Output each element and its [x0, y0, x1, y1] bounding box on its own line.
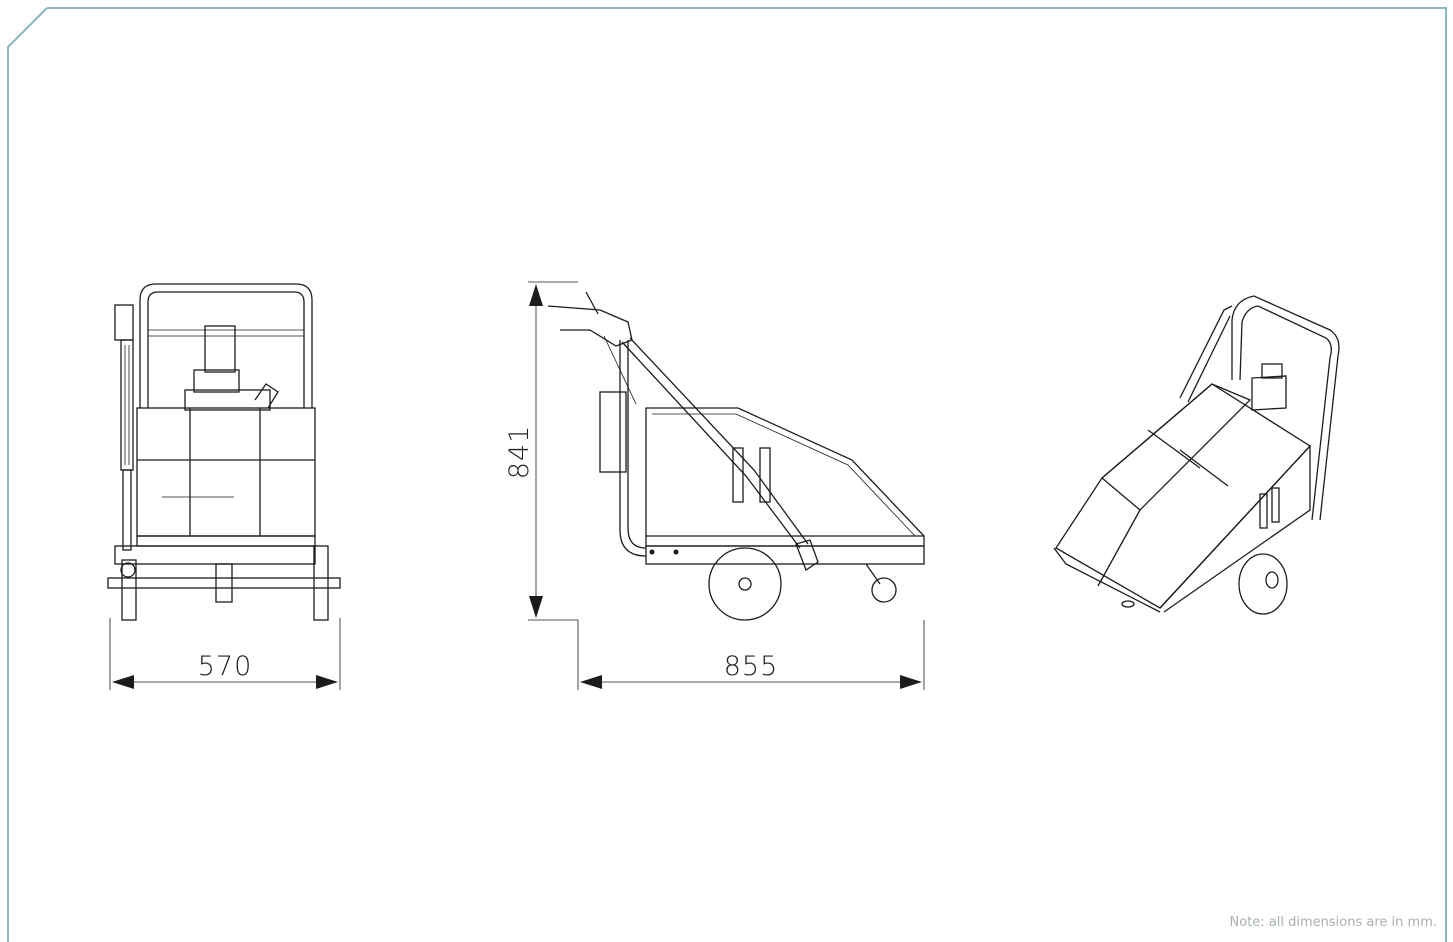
sheet-frame — [7, 7, 1447, 942]
side-length-dimension: 855 — [577, 620, 925, 690]
front-view — [107, 283, 341, 621]
side-height-label: 841 — [504, 425, 535, 480]
front-width-dimension: 570 — [109, 618, 341, 690]
dimensions-note: Note: all dimensions are in mm. — [1229, 915, 1437, 930]
side-view — [547, 291, 925, 621]
isometric-view — [1053, 295, 1340, 615]
side-height-dimension: 841 — [504, 281, 578, 621]
side-length-label: 855 — [724, 651, 779, 682]
front-width-label: 570 — [198, 651, 253, 682]
